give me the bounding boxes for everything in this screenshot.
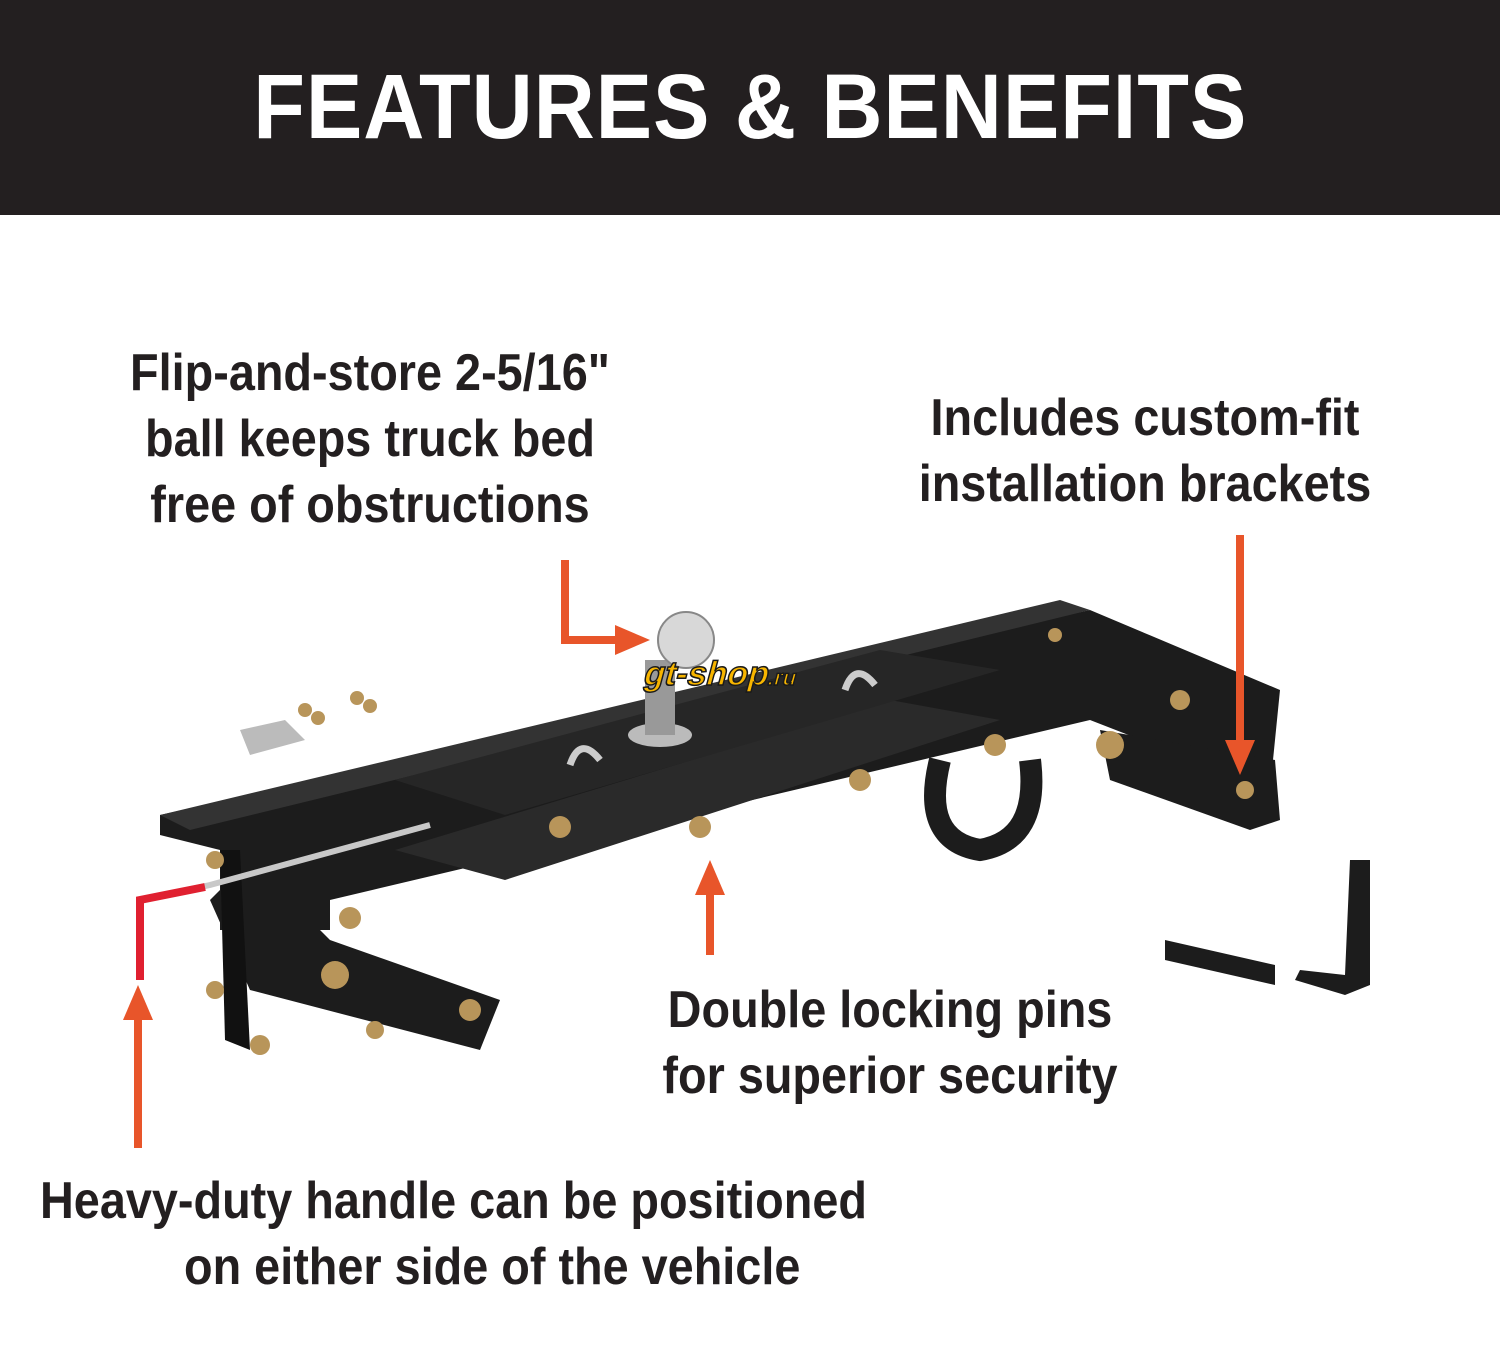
callout-flip-and-store-ball: Flip-and-store 2-5/16" ball keeps truck … [55,340,685,538]
callout-line: Flip-and-store 2-5/16" [130,344,610,402]
callout-handle: Heavy-duty handle can be positioned on e… [40,1168,1030,1300]
callout-line: free of obstructions [150,476,590,534]
svg-text:gt-shop.ru: gt-shop.ru [640,656,803,693]
callout-locking-pins: Double locking pins for superior securit… [575,977,1205,1109]
bolts [206,628,1254,1055]
left-plate [220,850,250,1050]
callout-line: installation brackets [918,455,1372,513]
loose-bracket-block [1165,940,1275,985]
callout-line: on either side of the vehicle [184,1238,801,1296]
hitch-ball [657,611,715,669]
page-title: FEATURES & BENEFITS [252,56,1248,158]
handle-grip [136,883,206,980]
arrow-brackets-head [1225,740,1255,775]
watermark-logo: gt-shop.ru [639,655,803,694]
callout-line: ball keeps truck bed [145,410,595,468]
arrow-handle-head [123,985,153,1020]
loose-bracket [240,720,305,755]
callout-line: for superior security [662,1047,1118,1105]
callout-line: Includes custom-fit [930,389,1360,447]
arrow-ball-head [615,625,650,655]
arrow-pins-head [695,860,725,895]
callout-line: Double locking pins [667,981,1113,1039]
center-plate-top [395,650,1000,815]
callout-installation-brackets: Includes custom-fit installation bracket… [835,385,1456,517]
left-bracket [210,860,500,1050]
arrow-ball [561,560,620,644]
center-plate [395,700,1000,880]
loose-bracket-l [1295,860,1370,995]
safety-chain-hook [924,757,1043,862]
header-banner: FEATURES & BENEFITS [0,0,1500,215]
u-pin [566,745,603,767]
u-pin [841,670,878,692]
callout-line: Heavy-duty handle can be positioned [40,1172,867,1230]
